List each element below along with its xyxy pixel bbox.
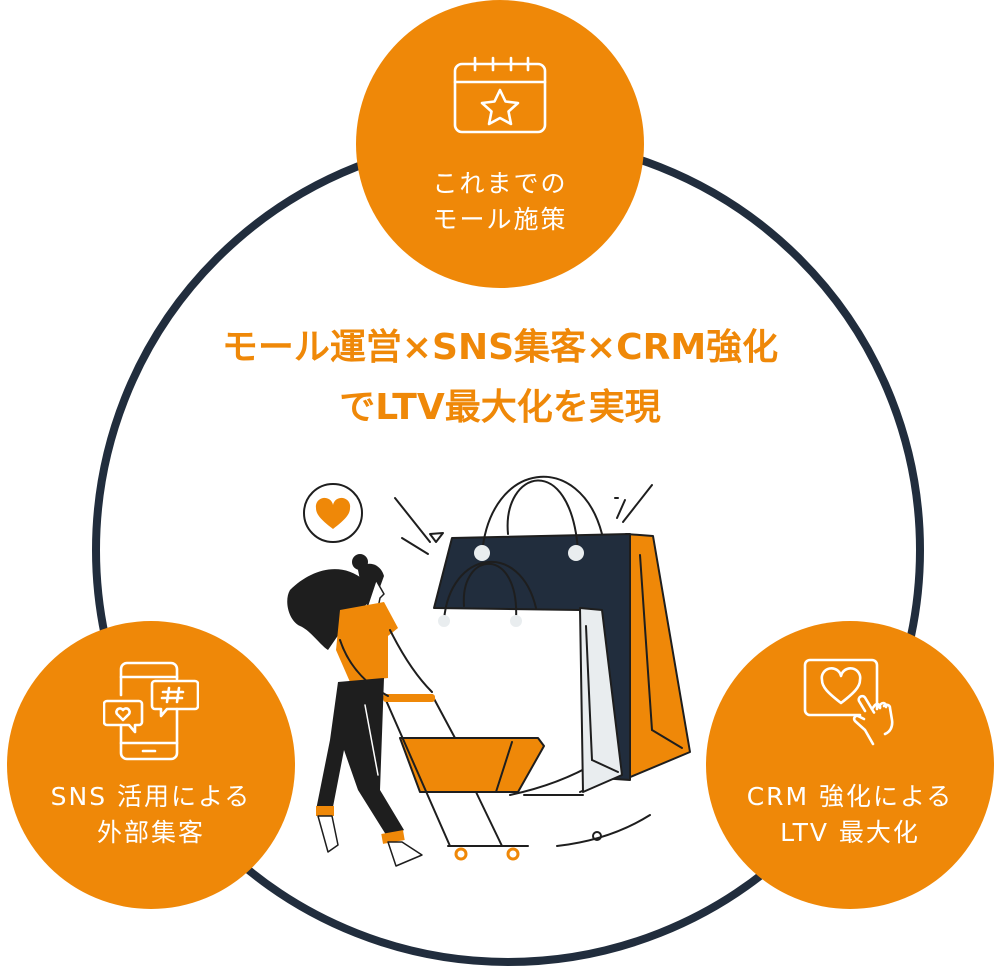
smartphone-social-chat-icon	[102, 661, 200, 765]
shopping-illustration	[280, 450, 700, 874]
node-label: SNS 活用による 外部集客	[50, 782, 252, 847]
shopping-cart	[383, 694, 545, 861]
headline: モール運営×SNS集客×CRM強化 でLTV最大化を実現	[150, 318, 850, 438]
woman-figure	[287, 554, 433, 867]
node-label: これまでの モール施策	[432, 169, 568, 234]
headline-line-1: モール運営×SNS集客×CRM強化	[221, 327, 779, 368]
node-crm-ltv: CRM 強化による LTV 最大化	[706, 621, 994, 909]
tap-heart-screen-icon	[802, 657, 898, 761]
heart-bubble-icon	[303, 483, 363, 543]
calendar-star-icon	[452, 56, 548, 140]
node-sns-acquisition: SNS 活用による 外部集客	[7, 621, 295, 909]
headline-line-2: でLTV最大化を実現	[339, 387, 661, 428]
node-label: CRM 強化による LTV 最大化	[746, 782, 954, 847]
node-mall-measures: これまでの モール施策	[356, 0, 644, 288]
